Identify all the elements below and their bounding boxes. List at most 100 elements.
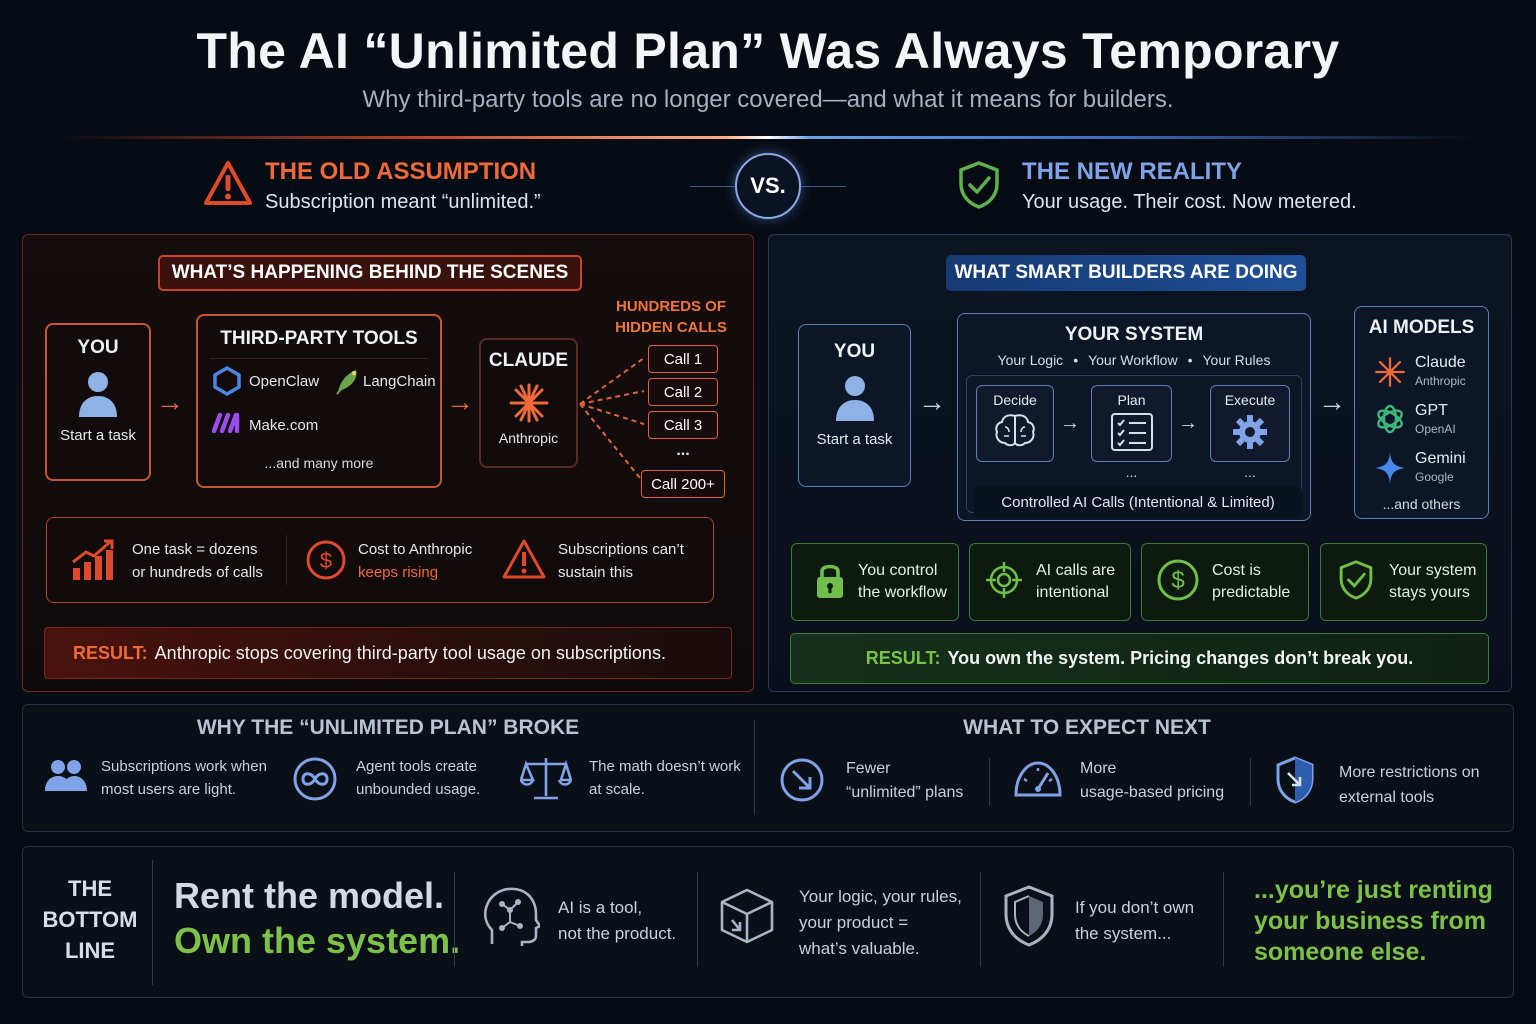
arrow-right-icon: → [1060,412,1080,434]
bottom-point-line: Your logic, your rules, [799,887,962,906]
you-box-new: YOU Start a task [798,324,911,487]
new-result-label: RESULT: [865,648,941,668]
smart-builders-banner: WHAT SMART BUILDERS ARE DOING [946,255,1306,291]
why-item-line1: The math doesn’t work [589,758,741,775]
model-gpt-name: GPT [1415,402,1448,419]
tools-divider [210,358,428,359]
controlled-calls-bar: Controlled AI Calls (Intentional & Limit… [974,486,1302,518]
model-claude-org: Anthropic [1415,374,1466,388]
bottom-separator [697,872,698,967]
why-item-line2: unbounded usage. [356,781,481,798]
fact-calls-line2: or hundreds of calls [132,564,263,581]
model-gemini-org: Google [1415,470,1454,484]
arrow-right-icon: → [1178,412,1198,434]
bottom-separator [980,872,981,967]
call-box: Call 1 [648,345,718,373]
header-divider [60,136,1476,139]
model-gpt-org: OpenAI [1415,422,1456,436]
closing-line: someone else. [1254,938,1427,966]
system-title: YOUR SYSTEM [1064,324,1204,345]
next-item-line1: Fewer [846,760,891,777]
svg-text:$: $ [1171,567,1184,594]
next-item-separator [989,758,990,806]
rent-model-text: Rent the model. [174,875,445,916]
make-logo-icon [211,412,242,438]
gemini-star-icon [1374,451,1406,490]
vs-line-right [801,186,846,187]
next-item-line1: More restrictions on [1339,764,1480,781]
next-item-line2: usage-based pricing [1080,784,1225,801]
model-gpt: GPT OpenAI [1415,402,1456,436]
bottom-label-line: LINE [64,938,116,963]
next-item-separator [1250,758,1251,806]
vs-badge: VS. [735,153,801,219]
old-assumption-sub: Subscription meant “unlimited.” [265,191,541,213]
scale-balance-icon [519,754,573,807]
bottom-point-1: AI is a tool,not the product. [558,895,676,947]
tool-make: Make.com [249,417,319,434]
warning-icon [502,538,546,585]
target-icon [984,560,1024,605]
claude-burst-icon [1374,356,1406,393]
hidden-calls-label: HUNDREDS OF HIDDEN CALLS [612,296,730,338]
step-dots: ... [1244,464,1256,480]
model-gemini: Gemini Google [1415,450,1466,484]
tag-workflow: Your Workflow [1088,352,1178,368]
tool-langchain: LangChain [363,373,436,390]
old-result-text: Anthropic stops covering third-party too… [154,642,666,663]
gear-icon [1211,414,1289,450]
you-caption: Start a task [816,431,893,448]
models-more: ...and others [1382,496,1461,512]
why-item-line2: most users are light. [101,781,237,798]
system-tags: Your Logic • Your Workflow • Your Rules [957,352,1311,368]
claude-caption: Anthropic [498,430,559,446]
hidden-calls-line1: HUNDREDS OF [615,298,726,315]
warning-icon [204,160,252,206]
closing-line: your business from [1254,907,1486,935]
card-line2: stays yours [1389,584,1470,601]
new-reality-sub: Your usage. Their cost. Now metered. [1022,191,1357,213]
user-icon [47,369,149,419]
own-system-text: Own the system. [174,920,461,961]
checklist-icon [1092,412,1171,452]
fact-cost: Cost to Anthropic keeps rising [358,538,472,584]
dollar-circle-icon: $ [305,539,347,586]
why-item-line2: at scale. [589,781,645,798]
bottom-line-label: THE BOTTOM LINE [30,873,150,966]
call-box: Call 2 [648,378,718,406]
dollar-icon: $ [1156,558,1200,607]
card-line1: AI calls are [1036,562,1116,579]
ai-models-box: AI MODELS [1354,306,1489,519]
brain-icon [977,412,1053,448]
rising-bars-icon [70,538,116,587]
tag-rules: Your Rules [1202,352,1271,368]
bottom-point-2: Your logic, your rules,your product =wha… [799,884,962,962]
tag-dot: • [1073,352,1079,368]
old-result-label: RESULT: [73,642,148,663]
bottom-point-line: what’s valuable. [799,939,920,958]
arrow-right-icon: → [156,386,184,417]
fact-calls: One task = dozens or hundreds of calls [132,538,263,584]
page-subtitle: Why third-party tools are no longer cove… [362,86,1174,113]
bottom-line-panel [22,846,1514,998]
card-line1: Your system [1389,562,1477,579]
why-item-3: The math doesn’t work at scale. [589,755,741,801]
closing-text: ...you’re just renting your business fro… [1254,875,1493,968]
why-heading: WHY THE “UNLIMITED PLAN” BROKE [196,716,580,739]
bottom-point-line: the system... [1075,924,1172,943]
why-item-line1: Agent tools create [356,758,477,775]
claude-box: CLAUDE Anthropic [479,338,578,468]
tag-logic: Your Logic [997,352,1064,368]
you-caption: Start a task [60,427,136,444]
call-ellipsis: ... [676,442,690,459]
step-plan-label: Plan [1117,392,1146,408]
bottom-label-line: THE [68,876,112,901]
card-line2: predictable [1212,584,1291,601]
step-decide: Decide [976,385,1054,462]
you-title: YOU [77,337,119,358]
user-icon [799,373,910,423]
